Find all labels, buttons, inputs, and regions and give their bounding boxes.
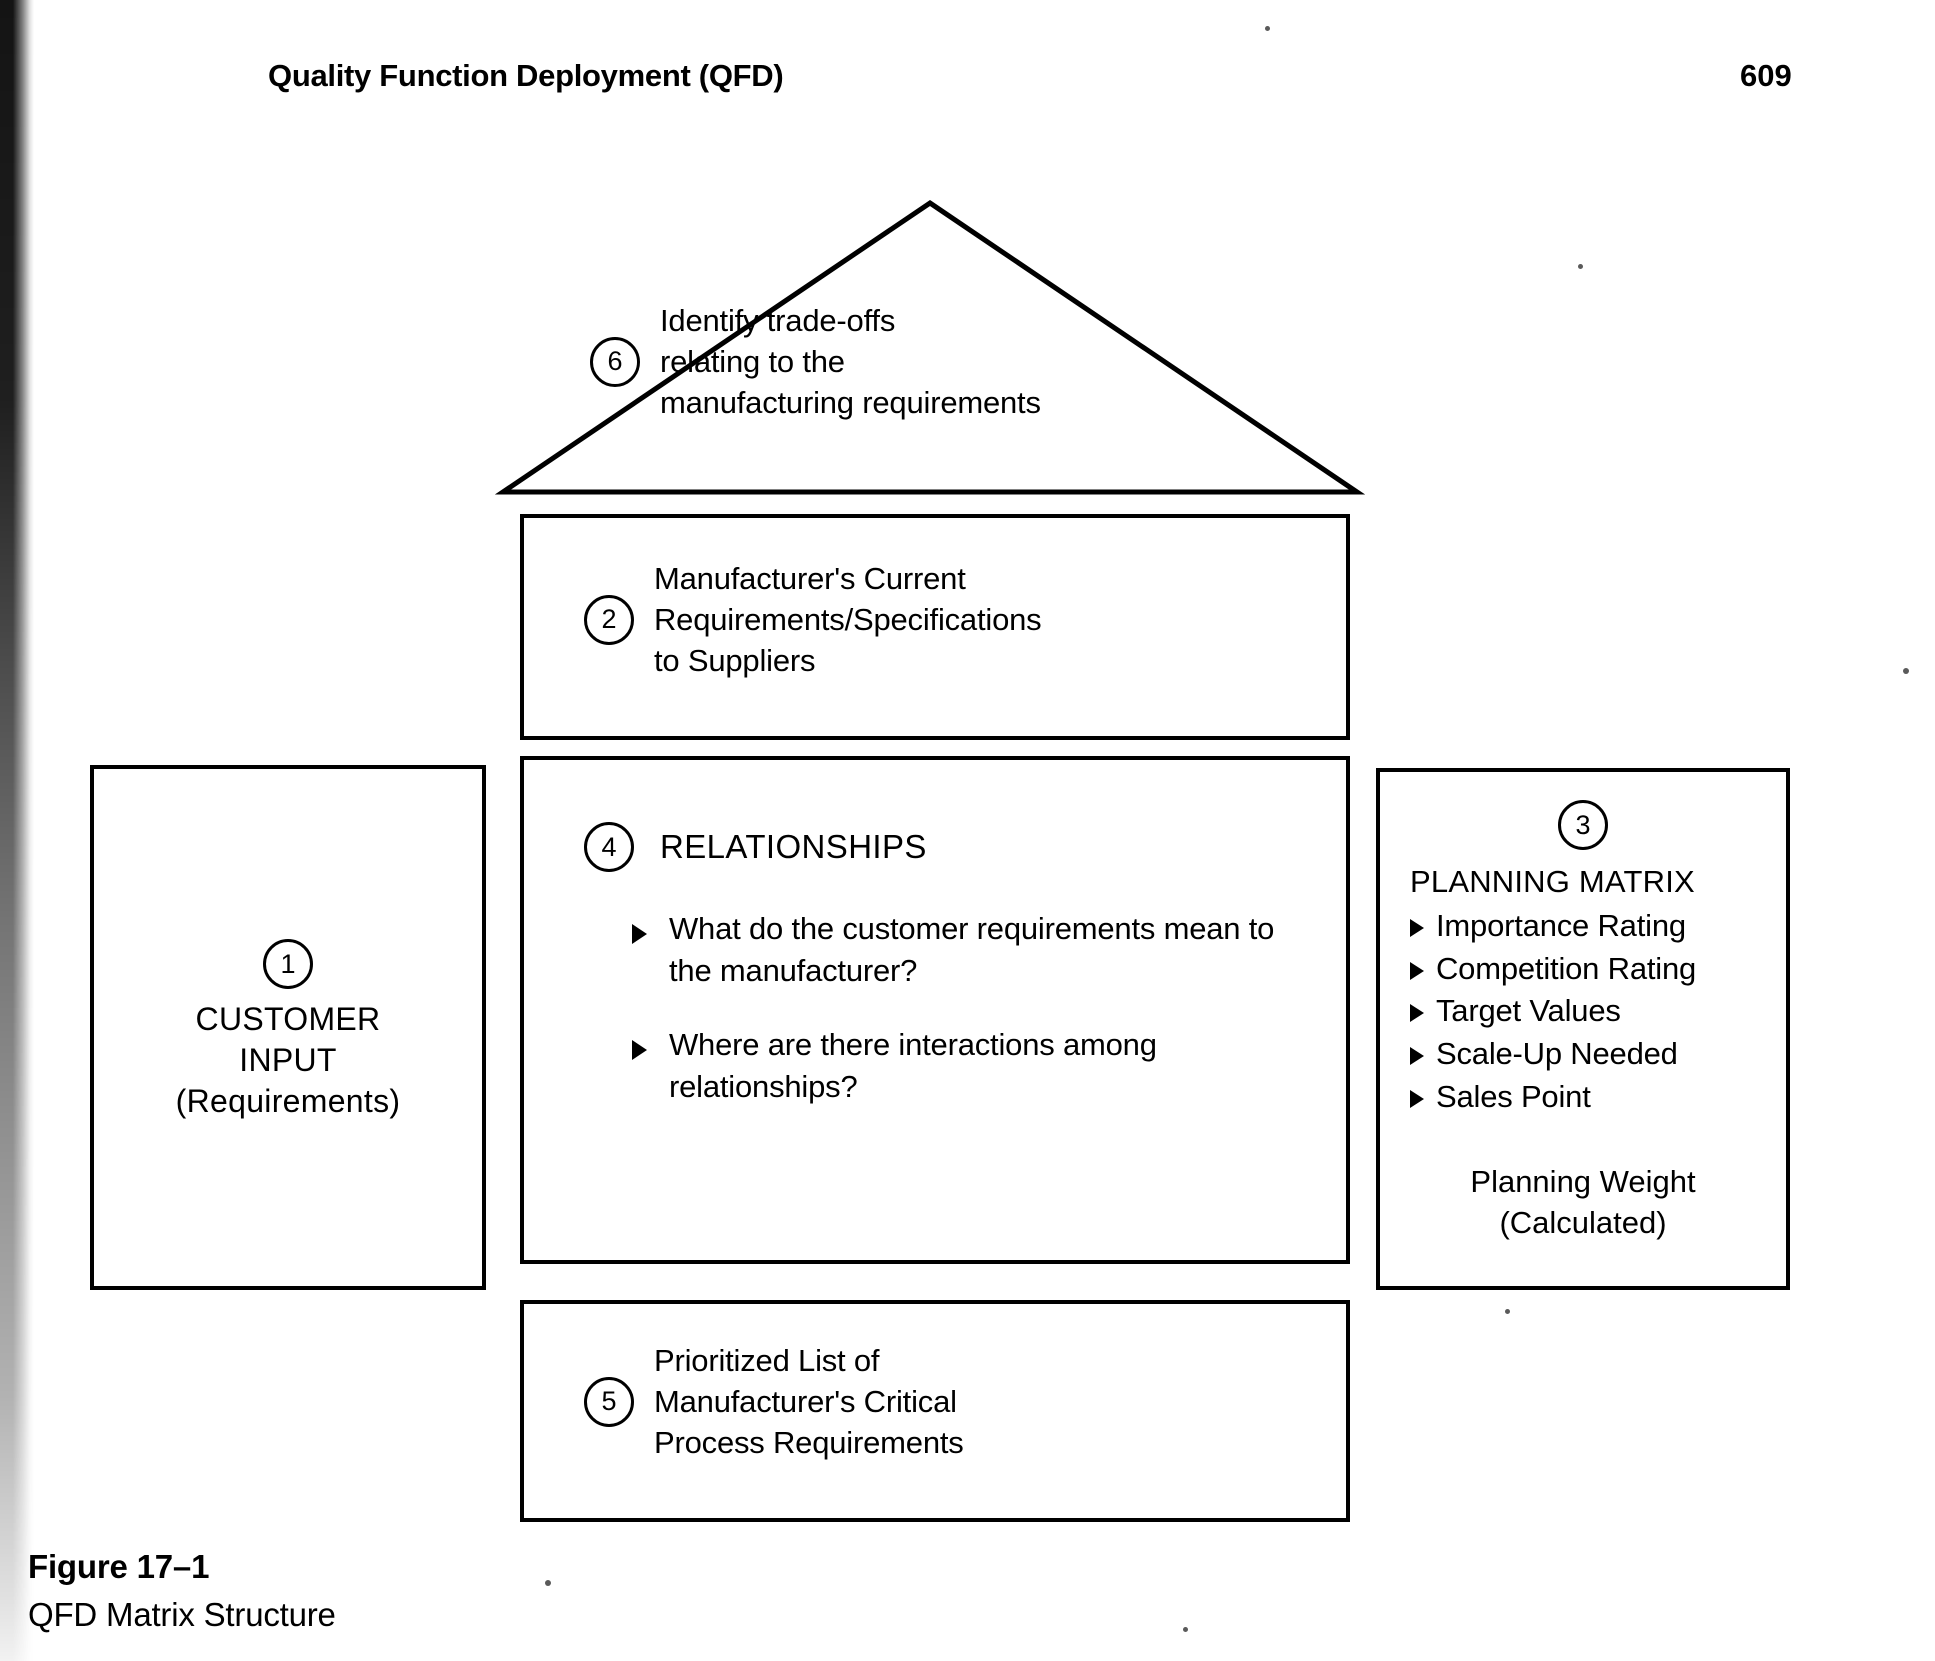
box-relationships: 4 RELATIONSHIPS What do the customer req… [520, 756, 1350, 1264]
triangle-bullet-icon [632, 924, 647, 944]
box-customer-input: 1 CUSTOMER INPUT (Requirements) [90, 765, 486, 1290]
running-head: Quality Function Deployment (QFD) [268, 58, 784, 93]
figure-caption: Figure 17–1 QFD Matrix Structure [28, 1548, 336, 1634]
list-item: Where are there interactions among relat… [632, 1024, 1312, 1108]
box-planning-matrix: 3 PLANNING MATRIX Importance Rating Comp… [1376, 768, 1790, 1290]
box1-line-1: CUSTOMER [195, 1001, 381, 1037]
box1-content: 1 CUSTOMER INPUT (Requirements) [94, 939, 482, 1122]
step-number-6: 6 [590, 336, 640, 387]
planning-weight-block: Planning Weight (Calculated) [1380, 1162, 1786, 1244]
relationships-bullet-1: What do the customer requirements mean t… [669, 911, 1275, 989]
planning-weight-line-2: (Calculated) [1499, 1204, 1667, 1240]
list-item: Importance Rating [1410, 906, 1770, 946]
step-number-5: 5 [584, 1376, 634, 1427]
figure-label: Figure 17–1 [28, 1548, 210, 1585]
box2-text: Manufacturer's Current Requirements/Spec… [654, 558, 1042, 682]
planning-matrix-item-2: Competition Rating [1436, 950, 1697, 986]
box1-line-3: (Requirements) [175, 1082, 401, 1119]
box5-line-3: Process Requirements [654, 1425, 964, 1461]
step-number-3: 3 [1558, 800, 1608, 850]
box5-content: 5 Prioritized List of Manufacturer's Cri… [584, 1340, 1324, 1464]
relationships-bullet-list: What do the customer requirements mean t… [632, 908, 1312, 1141]
roof-line-3: manufacturing requirements [660, 385, 1041, 421]
box5-line-2: Manufacturer's Critical [654, 1384, 957, 1420]
box-prioritized-list: 5 Prioritized List of Manufacturer's Cri… [520, 1300, 1350, 1522]
triangle-bullet-icon [1410, 961, 1424, 980]
box5-line-1: Prioritized List of [654, 1343, 880, 1378]
planning-matrix-item-1: Importance Rating [1436, 908, 1686, 943]
roof-content: 6 Identify trade-offs relating to the ma… [590, 300, 1290, 424]
planning-matrix-list: Importance Rating Competition Rating Tar… [1410, 906, 1770, 1119]
planning-matrix-item-5: Sales Point [1436, 1078, 1591, 1114]
planning-matrix-item-4: Scale-Up Needed [1436, 1036, 1678, 1072]
step-number-2: 2 [584, 594, 634, 645]
page-number: 609 [1740, 58, 1792, 93]
roof-line-2: relating to the [660, 344, 845, 380]
box2-line-2: Requirements/Specifications [654, 602, 1042, 638]
triangle-bullet-icon [1410, 1047, 1424, 1066]
roof-triangle: 6 Identify trade-offs relating to the ma… [495, 195, 1365, 500]
triangle-bullet-icon [1410, 919, 1424, 937]
planning-matrix-number-wrap: 3 [1380, 800, 1786, 850]
list-item: Sales Point [1410, 1077, 1770, 1117]
list-item: What do the customer requirements mean t… [632, 908, 1312, 992]
roof-text: Identify trade-offs relating to the manu… [660, 300, 1041, 424]
box5-text: Prioritized List of Manufacturer's Criti… [654, 1340, 964, 1464]
box1-line-2: INPUT [239, 1041, 337, 1078]
box-manufacturer-requirements: 2 Manufacturer's Current Requirements/Sp… [520, 514, 1350, 740]
relationships-bullet-2: Where are there interactions among relat… [669, 1027, 1157, 1105]
box2-line-1: Manufacturer's Current [654, 561, 966, 596]
step-number-4: 4 [584, 822, 634, 872]
list-item: Competition Rating [1410, 949, 1770, 989]
box2-line-3: to Suppliers [654, 643, 816, 679]
list-item: Target Values [1410, 991, 1770, 1031]
planning-matrix-title: PLANNING MATRIX [1410, 864, 1695, 899]
relationships-title: RELATIONSHIPS [660, 828, 927, 865]
relationships-header: 4 RELATIONSHIPS [584, 822, 927, 872]
step-number-1: 1 [263, 939, 313, 989]
triangle-bullet-icon [632, 1040, 647, 1061]
roof-line-1: Identify trade-offs [660, 303, 896, 338]
box2-content: 2 Manufacturer's Current Requirements/Sp… [584, 558, 1324, 682]
triangle-bullet-icon [1410, 1004, 1424, 1023]
list-item: Scale-Up Needed [1410, 1034, 1770, 1074]
figure-title: QFD Matrix Structure [28, 1596, 336, 1633]
planning-weight-line-1: Planning Weight [1470, 1164, 1696, 1199]
triangle-bullet-icon [1410, 1089, 1424, 1108]
planning-matrix-item-3: Target Values [1436, 993, 1621, 1029]
